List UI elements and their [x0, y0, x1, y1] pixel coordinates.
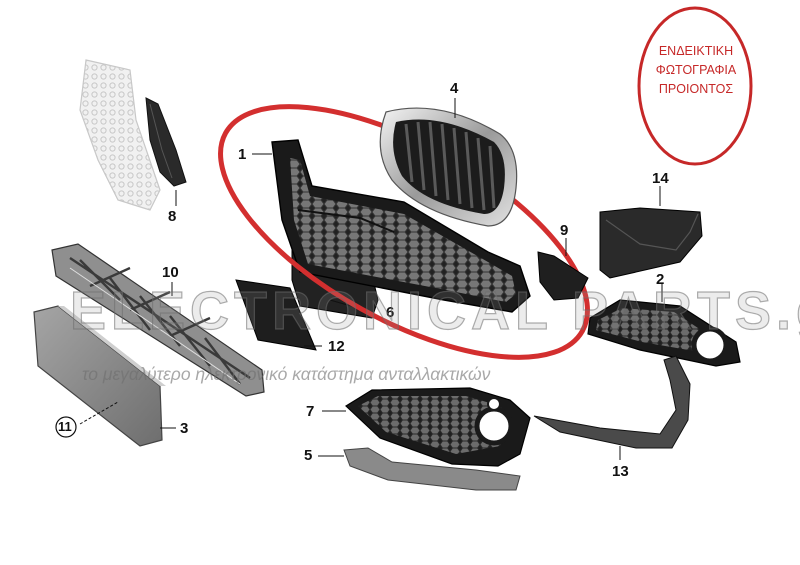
callout-2: 2 — [656, 271, 665, 288]
callout-14: 14 — [652, 170, 669, 187]
part-5-lower-strip — [343, 447, 521, 491]
callout-11-circle — [55, 416, 77, 438]
stamp-line-1: ΕΝΔΕΙΚΤΙΚΗ — [658, 44, 734, 58]
part-13-trim-arc — [533, 355, 691, 449]
stamp-oval — [637, 6, 753, 166]
part-14-air-duct — [599, 207, 703, 279]
callout-9: 9 — [560, 222, 569, 239]
part-3-plate-base — [33, 305, 166, 447]
watermark-slogan: το μεγαλύτερο ηλεκτρονικό κατάστημα αντα… — [82, 364, 491, 384]
callout-12: 12 — [328, 338, 345, 355]
part-2-fog-grille — [587, 299, 741, 367]
part-1-center-grille — [271, 139, 531, 313]
stamp-line-2: ΦΩΤΟΓΡΑΦΙΑ — [655, 63, 737, 77]
callout-10: 10 — [162, 264, 179, 281]
callout-8: 8 — [168, 208, 177, 225]
part-7-fog-grille — [345, 387, 531, 467]
watermark-brand: ELECTRONICAL PARTS.gr — [69, 280, 800, 341]
callout-7: 7 — [306, 403, 315, 420]
callout-11: 11 — [58, 419, 72, 434]
leader-11 — [79, 401, 119, 425]
part-8-bracket — [145, 97, 187, 187]
stamp-line-3: ΠΡΟΙΟΝΤΟΣ — [658, 82, 734, 96]
callout-5: 5 — [304, 447, 313, 464]
callout-3: 3 — [180, 420, 189, 437]
callout-4: 4 — [450, 80, 459, 97]
callout-6: 6 — [386, 304, 395, 321]
part-8-ghost-bracket — [79, 59, 161, 211]
callout-1: 1 — [238, 146, 247, 163]
callout-13: 13 — [612, 463, 629, 480]
part-4-kidney-grille — [379, 107, 518, 227]
stamp-text: ΕΝΔΕΙΚΤΙΚΗ ΦΩΤΟΓΡΑΦΙΑ ΠΡΟΙΟΝΤΟΣ — [636, 42, 756, 99]
part-9-side-piece — [537, 251, 589, 301]
part-10-carrier — [51, 243, 265, 397]
